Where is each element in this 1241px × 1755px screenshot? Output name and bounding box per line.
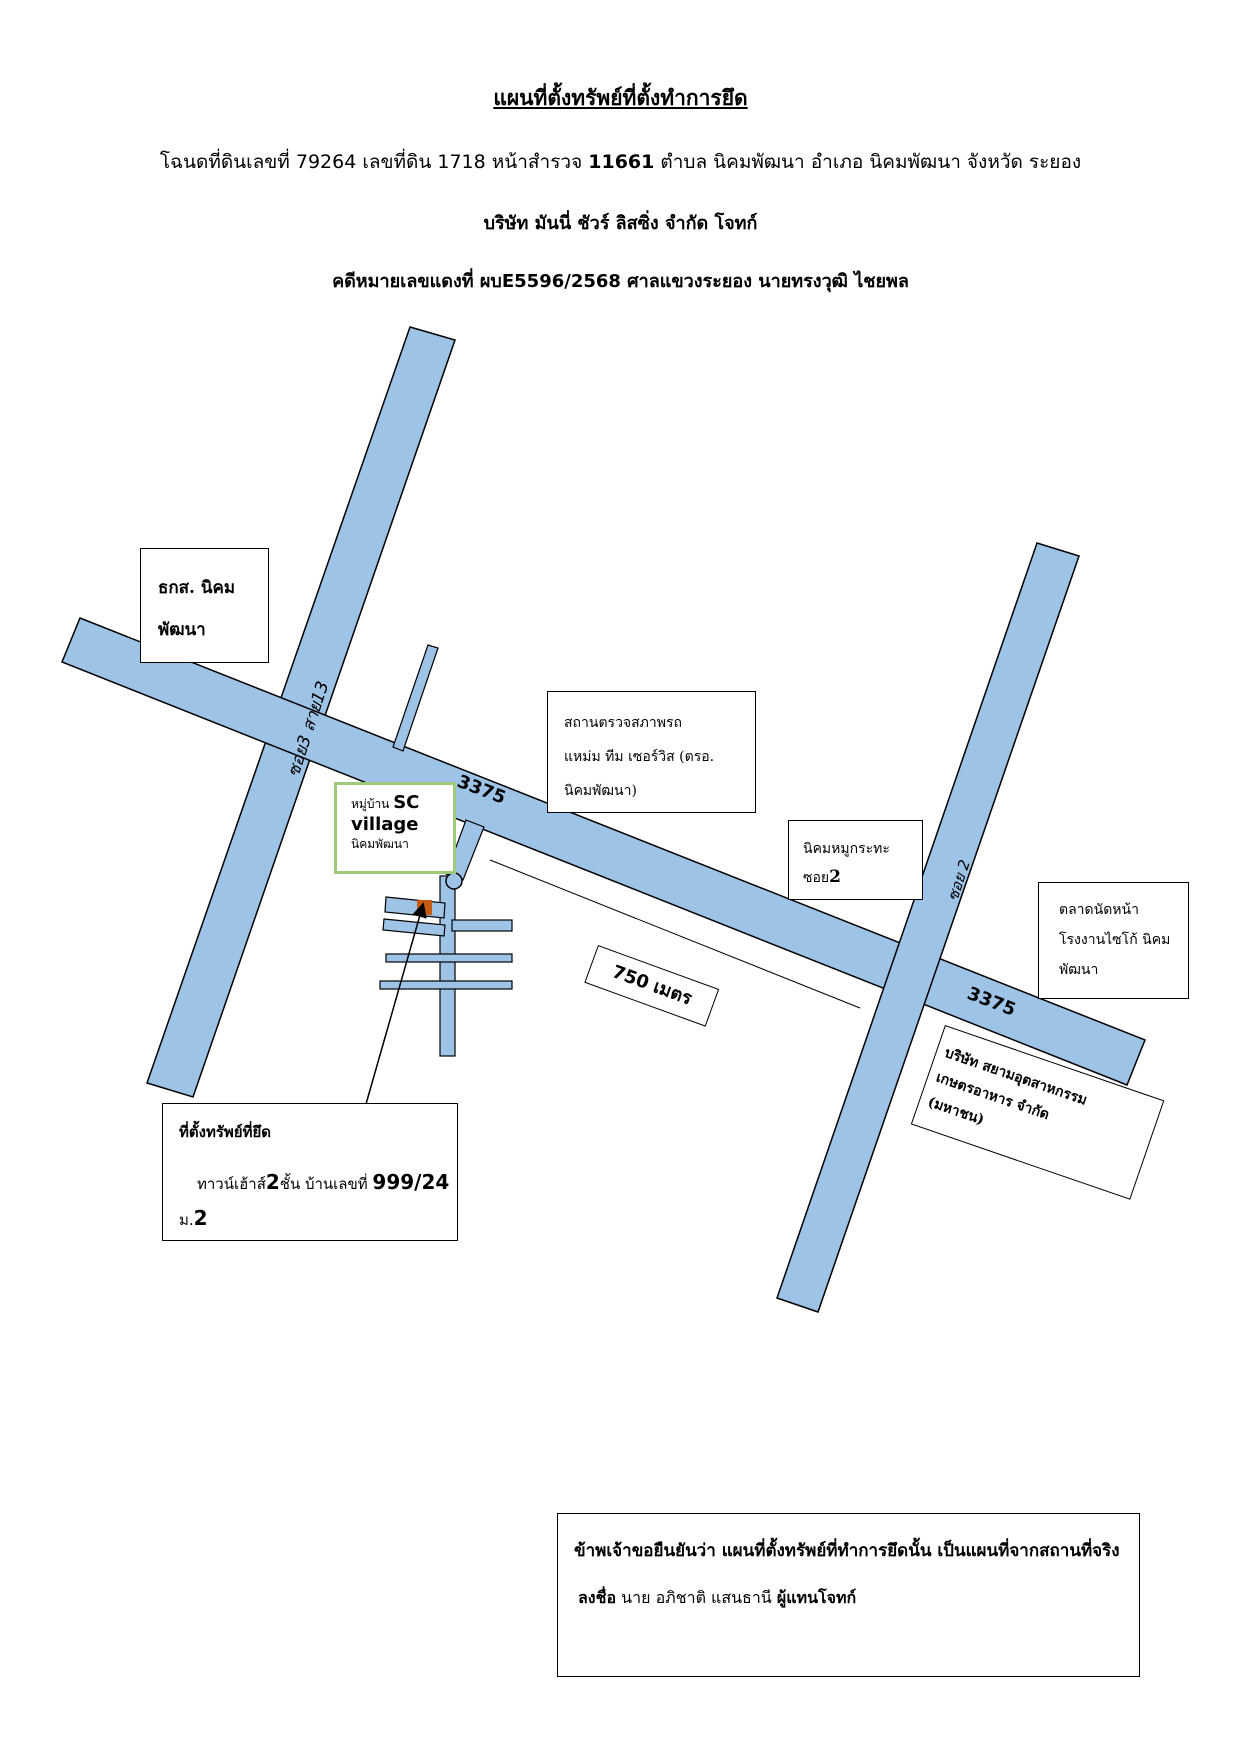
road-village-lane-3 [451, 919, 513, 932]
target-moo: ม.2 [179, 1206, 457, 1232]
property-arrow [365, 902, 427, 1105]
market-line1: ตลาดนัดหน้า [1059, 902, 1139, 918]
deed-survey-number: 11661 [588, 151, 655, 173]
road-branch-north [392, 644, 439, 752]
road-soi2 [776, 542, 1080, 1313]
signer-role: ผู้แทนโจทก์ [776, 1588, 857, 1607]
confirmation-statement: ข้าพเจ้าขอยืนยันว่า แผนที่ตั้งทรัพย์ที่ท… [557, 1513, 1140, 1677]
junction-dot [445, 872, 463, 890]
nikhom-soi-number: 2 [829, 867, 841, 887]
village-line1: หมู่บ้าน SC [351, 792, 453, 814]
market-line2: โรงงานไซโก้ นิคม [1059, 932, 1171, 948]
distance-line [489, 859, 861, 1009]
target-address: ทาวน์เฮ้าส์2ชั้น บ้านเลขที่ 999/24 [179, 1170, 457, 1196]
road-village-lane-5 [379, 980, 513, 990]
deed-suffix: ตำบล นิคมพัฒนา อำเภอ นิคมพัฒนา จังหวัด ร… [654, 151, 1082, 173]
village-prefix: หมู่บ้าน [351, 797, 394, 811]
road-village-lane-1 [384, 896, 446, 919]
statement-text: ข้าพเจ้าขอยืนยันว่า แผนที่ตั้งทรัพย์ที่ท… [574, 1541, 1120, 1561]
target-moo-prefix: ม. [179, 1211, 194, 1229]
inspection-line2: แหม่ม ทีม เซอร์วิส (ตรอ. [564, 749, 715, 765]
deed-prefix: โฉนดที่ดินเลขที่ 79264 เลขที่ดิน 1718 หน… [159, 151, 589, 173]
landmark-baac: ธกส. นิคม พัฒนา [140, 548, 269, 663]
target-house-no: 999/24 [372, 1170, 450, 1194]
signer-name: นาย อภิชาติ แสนธานี [616, 1588, 777, 1607]
road-village-lane-2 [382, 918, 446, 937]
baac-line1: ธกส. นิคม [158, 578, 236, 598]
nikhom-line2: ซอย2 [803, 863, 922, 892]
nikhom-line1: นิคมหมูกระทะ [803, 841, 890, 857]
deed-info: โฉนดที่ดินเลขที่ 79264 เลขที่ดิน 1718 หน… [0, 147, 1241, 177]
inspection-line1: สถานตรวจสภาพรถ [564, 715, 682, 731]
target-type: ทาวน์เฮ้าส์ [197, 1175, 266, 1193]
case-number: คดีหมายเลขแดงที่ ผบE5596/2568 ศาลแขวงระย… [332, 271, 909, 292]
target-floors: 2 [265, 1170, 280, 1194]
baac-line2: พัฒนา [158, 620, 206, 640]
road-village-lane-4 [385, 953, 513, 963]
road-3375 [61, 617, 1146, 1086]
landmark-nikhom-mookata: นิคมหมูกระทะ ซอย2 [788, 820, 923, 900]
target-floors-suffix: ชั้น บ้านเลขที่ [279, 1175, 373, 1193]
seized-property-info: ที่ตั้งทรัพย์ที่ยึด ทาวน์เฮ้าส์2ชั้น บ้า… [162, 1103, 458, 1241]
village-name-a: SC [393, 792, 420, 813]
inspection-line3: นิคมพัฒนา) [564, 783, 637, 799]
village-name-b: village [351, 814, 419, 835]
property-marker [417, 900, 432, 915]
map-title: แผนที่ตั้งทรัพย์ที่ตั้งทำการยึด [493, 86, 748, 110]
target-title: ที่ตั้งทรัพย์ที่ยึด [179, 1123, 271, 1141]
sign-label: ลงชื่อ [578, 1588, 617, 1607]
landmark-sc-village: หมู่บ้าน SC village นิคมพัฒนา [334, 782, 456, 874]
landmark-market: ตลาดนัดหน้า โรงงานไซโก้ นิคม พัฒนา [1038, 882, 1189, 999]
market-line3: พัฒนา [1059, 962, 1099, 978]
village-area: นิคมพัฒนา [351, 837, 409, 851]
target-moo-number: 2 [193, 1206, 208, 1230]
plaintiff-company: บริษัท มันนี่ ชัวร์ ลิสซิ่ง จำกัด โจทก์ [483, 213, 758, 234]
signature-line: ลงชื่อ นาย อภิชาติ แสนธานี ผู้แทนโจทก์ [574, 1586, 1139, 1611]
landmark-inspection-station: สถานตรวจสภาพรถ แหม่ม ทีม เซอร์วิส (ตรอ. … [547, 691, 756, 813]
nikhom-soi-prefix: ซอย [803, 870, 830, 886]
